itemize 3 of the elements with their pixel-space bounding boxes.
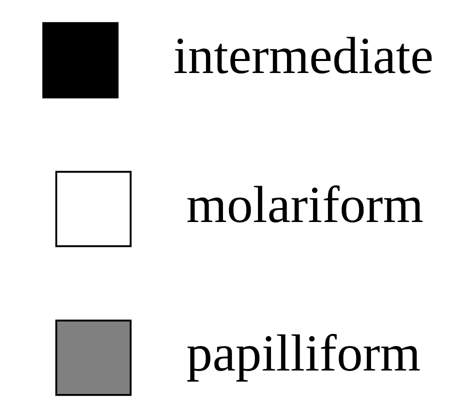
legend-label: molariform [186,176,423,234]
legend-label: papilliform [186,326,420,383]
legend-label: intermediate [172,28,434,86]
